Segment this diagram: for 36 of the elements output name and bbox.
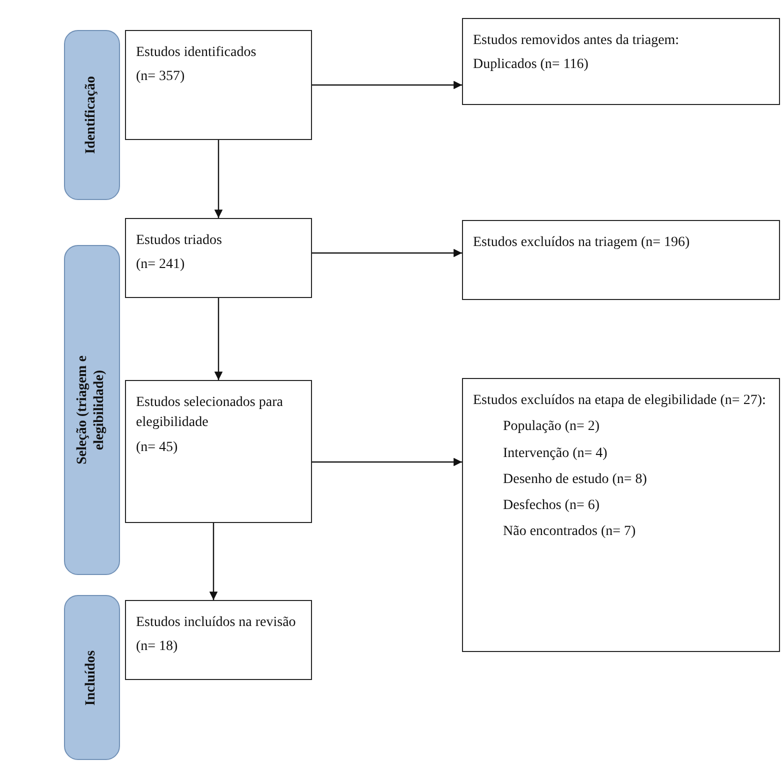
list-item: Desfechos (n= 6) xyxy=(503,497,601,516)
box-text: Estudos identificados xyxy=(136,44,258,62)
arrow xyxy=(312,248,462,258)
box-text: Estudos removidos antes da triagem: xyxy=(473,32,680,50)
arrow xyxy=(214,140,223,218)
arrow xyxy=(312,80,462,90)
stage-band xyxy=(64,595,120,760)
box-text: (n= 241) xyxy=(136,256,186,274)
list-item: Intervenção (n= 4) xyxy=(503,444,608,463)
list-item: Desenho de estudo (n= 8) xyxy=(503,470,648,489)
process-box xyxy=(125,600,312,680)
process-box xyxy=(125,30,312,140)
exclusion-box xyxy=(462,378,780,652)
box-text: (n= 357) xyxy=(136,68,186,86)
stage-label: Identificação xyxy=(84,75,100,156)
box-text: Estudos excluídos na triagem (n= 196) xyxy=(473,234,691,252)
list-item: Não encontrados (n= 7) xyxy=(503,523,637,542)
box-text: Estudos triados xyxy=(136,232,223,250)
stage-label: Incluídos xyxy=(84,648,100,708)
box-text: Estudos excluídos na etapa de elegibilidade (n= 27): xyxy=(473,392,767,410)
box-text: Estudos selecionados para elegibilidade xyxy=(136,394,284,432)
process-box xyxy=(462,220,780,300)
stage-band xyxy=(64,245,120,575)
box-text: Estudos incluídos na revisão xyxy=(136,614,297,632)
process-box xyxy=(125,380,312,523)
list-item: População (n= 2) xyxy=(503,418,601,436)
process-box xyxy=(462,18,780,105)
box-text: (n= 18) xyxy=(136,638,179,656)
arrow xyxy=(209,523,218,600)
stage-band xyxy=(64,30,120,200)
arrow xyxy=(214,298,223,380)
stage-label: Seleção (triagem e elegibilidade) xyxy=(75,354,108,466)
process-box xyxy=(125,218,312,298)
box-text: (n= 45) xyxy=(136,438,179,457)
box-text: Duplicados (n= 116) xyxy=(473,56,590,74)
arrow xyxy=(312,458,462,466)
